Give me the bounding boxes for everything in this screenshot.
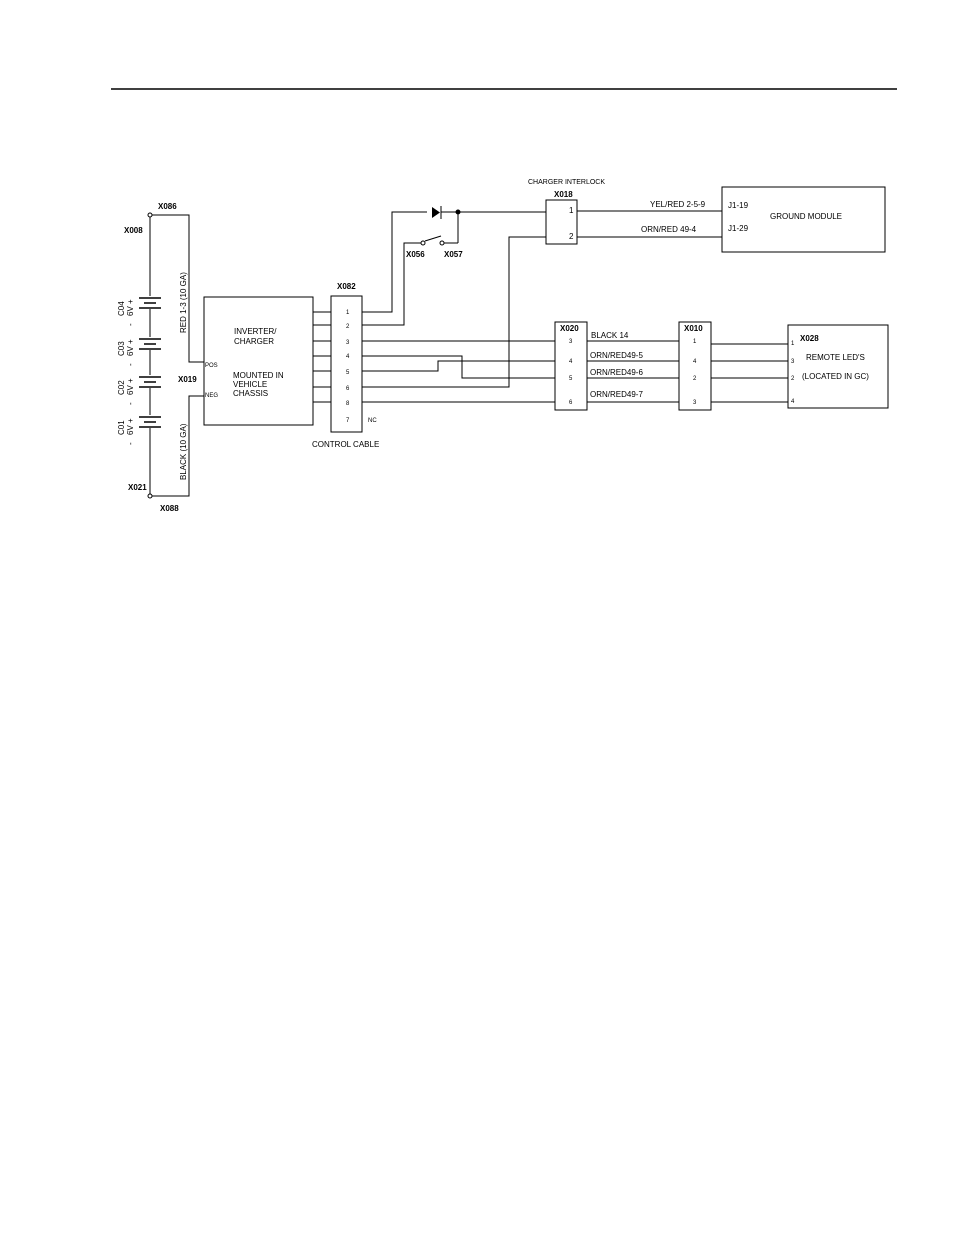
- ground-module-pin-j1-19: J1-19: [728, 201, 749, 210]
- inverter-line-1: INVERTER/: [234, 327, 277, 336]
- cell-c01-volt: 6V +: [126, 418, 135, 435]
- node-x008: X008: [124, 226, 143, 235]
- ground-module-box: [721, 186, 886, 253]
- x010-pin: 1: [693, 339, 697, 345]
- cell-c03-minus: -: [126, 363, 135, 366]
- wires: [147, 206, 788, 499]
- x082-pin: 8: [346, 401, 350, 407]
- x082-pin: 6: [346, 386, 350, 392]
- x020-label: X020: [560, 324, 579, 333]
- x028-remote-leds-box: [787, 324, 889, 409]
- x082-pin: 5: [346, 370, 350, 376]
- inverter-line-3: MOUNTED IN: [233, 371, 284, 380]
- wire-label-yel-red: YEL/RED 2-5-9: [650, 200, 706, 209]
- inverter-line-2: CHARGER: [234, 337, 274, 346]
- red-cable-label: RED 1-3 (10 GA): [179, 272, 188, 333]
- x020-pin: 4: [569, 359, 573, 365]
- x028-pin: 1: [791, 341, 795, 347]
- x010-pin: 3: [693, 400, 697, 406]
- x010-pin: 4: [693, 359, 697, 365]
- switch-label-x056: X056: [406, 250, 425, 259]
- cell-c01-name: C01: [117, 420, 126, 435]
- node-x088: X088: [160, 504, 179, 513]
- x028-pin: 3: [791, 359, 795, 365]
- node-x086: X086: [158, 202, 177, 211]
- x082-pin: 4: [346, 354, 350, 360]
- x018-connector: [545, 199, 578, 245]
- x028-pin: 2: [791, 376, 795, 382]
- battery-cells: [139, 297, 161, 428]
- x082-label: X082: [337, 282, 356, 291]
- cell-c04-minus: -: [126, 323, 135, 326]
- cell-c01-minus: -: [126, 442, 135, 445]
- inverter-neg-terminal: NEG: [205, 393, 218, 399]
- x082-pin: 2: [346, 324, 350, 330]
- black-cable-label: BLACK (10 GA): [179, 423, 188, 480]
- x020-pin: 3: [569, 339, 573, 345]
- x082-connector: [330, 295, 363, 433]
- wire-label-orn-red-49-4: ORN/RED 49-4: [641, 225, 697, 234]
- x020-connector: [554, 321, 588, 411]
- cell-c02-name: C02: [117, 380, 126, 395]
- ground-module-pin-j1-29: J1-29: [728, 224, 749, 233]
- control-cable-caption: CONTROL CABLE: [312, 440, 379, 449]
- x028-line-2: (LOCATED IN GC): [802, 372, 869, 381]
- x082-pin: 7: [346, 418, 350, 424]
- x010-label: X010: [684, 324, 703, 333]
- inverter-charger-box: [203, 296, 314, 426]
- cell-c03-volt: 6V +: [126, 339, 135, 356]
- node-x019: X019: [178, 375, 197, 384]
- wire-label-orn-red-49-5: ORN/RED49-5: [590, 351, 643, 360]
- inverter-line-4: VEHICLE: [233, 380, 267, 389]
- inverter-pos-terminal: POS: [205, 363, 218, 369]
- inverter-line-5: CHASSIS: [233, 389, 268, 398]
- x018-label: X018: [554, 190, 573, 199]
- x010-connector: [678, 321, 712, 411]
- x020-pin: 6: [569, 400, 573, 406]
- x082-pin: 3: [346, 340, 350, 346]
- ground-module-label: GROUND MODULE: [770, 212, 842, 221]
- charger-interlock-title: CHARGER INTERLOCK: [528, 179, 605, 186]
- x020-pin: 5: [569, 376, 573, 382]
- cell-c02-volt: 6V +: [126, 378, 135, 395]
- x010-pin: 2: [693, 376, 697, 382]
- node-x021: X021: [128, 483, 147, 492]
- cell-c04-name: C04: [117, 301, 126, 316]
- diode-symbol: [432, 207, 440, 218]
- cell-c02-minus: -: [126, 402, 135, 405]
- x082-nc-label: NC: [368, 418, 377, 424]
- x028-line-1: REMOTE LED'S: [806, 353, 865, 362]
- wire-label-orn-red-49-7: ORN/RED49-7: [590, 390, 643, 399]
- x082-pin: 1: [346, 310, 350, 316]
- x028-label: X028: [800, 334, 819, 343]
- wire-label-black-14: BLACK 14: [591, 331, 629, 340]
- x028-pin: 4: [791, 399, 795, 405]
- x018-pin-1: 1: [569, 206, 574, 215]
- x018-pin-2: 2: [569, 232, 574, 241]
- cell-c04-volt: 6V +: [126, 299, 135, 316]
- switch-label-x057: X057: [444, 250, 463, 259]
- wire-label-orn-red-49-6: ORN/RED49-6: [590, 368, 643, 377]
- cell-c03-name: C03: [117, 341, 126, 356]
